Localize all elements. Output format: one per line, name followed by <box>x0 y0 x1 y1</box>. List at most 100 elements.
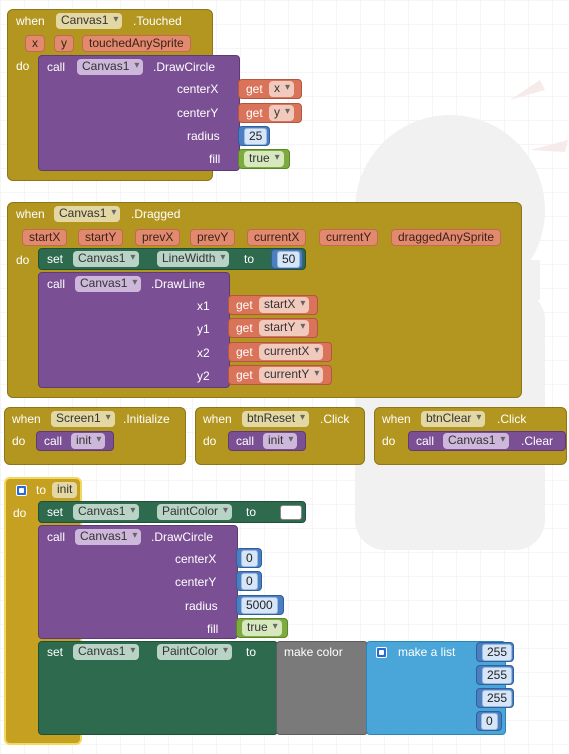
btnreset-event-name: .Click <box>320 412 350 426</box>
get-keyword: get <box>236 321 253 335</box>
get-y-dropdown[interactable]: y <box>269 105 294 121</box>
arg-fill: fill <box>209 152 221 166</box>
init-fill-true-dropdown[interactable]: true <box>242 620 282 636</box>
btnreset-component-dropdown[interactable]: btnReset <box>242 411 310 427</box>
green-number-block[interactable]: 255 <box>476 665 514 685</box>
paintcolor-property-dropdown[interactable]: PaintColor <box>157 504 233 520</box>
init-drawcircle-call-block[interactable]: call Canvas1 .DrawCircle centerX centerY… <box>38 525 238 639</box>
param-currentX[interactable]: currentX <box>247 229 307 246</box>
param-startX[interactable]: startX <box>22 229 68 246</box>
init-centerX-value[interactable]: 0 <box>241 550 258 567</box>
drawline-component-dropdown[interactable]: Canvas1 <box>75 276 142 292</box>
init-proc-dropdown[interactable]: init <box>263 433 298 449</box>
white-color-swatch[interactable] <box>280 505 302 520</box>
clear-component-dropdown[interactable]: Canvas1 <box>443 433 510 449</box>
get-startY-dropdown[interactable]: startY <box>259 320 310 336</box>
get-startX-block[interactable]: get startX <box>228 295 318 315</box>
init-radius-value[interactable]: 5000 <box>241 597 278 614</box>
to-keyword: to <box>244 252 255 266</box>
paintcolor-component-dropdown[interactable]: Canvas1 <box>73 504 140 520</box>
call-init-block-screen[interactable]: call init <box>36 431 114 451</box>
linewidth-number-block[interactable]: 50 <box>271 249 303 269</box>
call-init-block-reset[interactable]: call init <box>228 431 306 451</box>
linewidth-property-dropdown[interactable]: LineWidth <box>157 251 230 267</box>
procedure-name-field[interactable]: init <box>52 482 78 498</box>
param-prevY[interactable]: prevY <box>190 229 236 246</box>
red-number-block[interactable]: 255 <box>476 642 514 662</box>
get-keyword: get <box>246 106 263 120</box>
set-paintcolor-block-1[interactable]: set Canvas1 PaintColor to <box>38 501 306 523</box>
init-centerY-value[interactable]: 0 <box>241 573 258 590</box>
param-currentY[interactable]: currentY <box>319 229 379 246</box>
set-linewidth-block[interactable]: set Canvas1 LineWidth to <box>38 248 306 270</box>
call-keyword: call <box>44 434 63 448</box>
init-proc-dropdown[interactable]: init <box>71 433 106 449</box>
call-keyword: call <box>416 434 435 448</box>
set-keyword: set <box>47 252 64 266</box>
clear-method-name: .Clear <box>521 434 554 448</box>
param-prevX[interactable]: prevX <box>135 229 181 246</box>
get-startY-block[interactable]: get startY <box>228 318 318 338</box>
red-value[interactable]: 255 <box>482 644 513 661</box>
list-mutator-gear-icon[interactable] <box>376 647 387 658</box>
get-currentX-block[interactable]: get currentX <box>228 342 332 362</box>
call-keyword: call <box>236 434 255 448</box>
screen-component-dropdown[interactable]: Screen1 <box>51 411 115 427</box>
linewidth-component-dropdown[interactable]: Canvas1 <box>73 251 140 267</box>
paintcolor2-component-dropdown[interactable]: Canvas1 <box>73 644 140 660</box>
param-touchedAnySprite[interactable]: touchedAnySprite <box>82 35 191 52</box>
set-paintcolor-block-2[interactable]: set Canvas1 PaintColor to <box>38 641 278 735</box>
get-startX-dropdown[interactable]: startX <box>259 297 310 313</box>
get-keyword: get <box>236 345 253 359</box>
init-fill-true-block[interactable]: true <box>236 618 288 638</box>
get-currentY-dropdown[interactable]: currentY <box>259 367 324 383</box>
init-radius-number-block[interactable]: 5000 <box>236 595 284 615</box>
get-keyword: get <box>236 368 253 382</box>
radius-number-block[interactable]: 25 <box>238 126 270 146</box>
blue-value[interactable]: 255 <box>482 690 513 707</box>
linewidth-value[interactable]: 50 <box>277 251 301 268</box>
param-startY[interactable]: startY <box>78 229 124 246</box>
mutator-gear-icon[interactable] <box>16 485 27 496</box>
init-arg-centerY: centerY <box>175 575 217 589</box>
btnclear-component-dropdown[interactable]: btnClear <box>421 411 486 427</box>
screen-event-name: .Initialize <box>123 412 170 426</box>
alpha-number-block[interactable]: 0 <box>476 711 502 731</box>
touched-component-dropdown[interactable]: Canvas1 <box>56 13 123 29</box>
param-x[interactable]: x <box>25 35 45 52</box>
init-drawcircle-method-name: .DrawCircle <box>151 530 214 544</box>
drawcircle-call-block[interactable]: call Canvas1 .DrawCircle centerX centerY… <box>38 55 240 171</box>
radius-value[interactable]: 25 <box>244 128 268 145</box>
set-keyword: set <box>47 645 64 659</box>
when-keyword: when <box>16 14 45 28</box>
get-y-block[interactable]: get y <box>238 103 302 123</box>
call-keyword: call <box>47 530 66 544</box>
drawcircle-method-name: .DrawCircle <box>153 60 216 74</box>
param-y[interactable]: y <box>54 35 74 52</box>
canvas-clear-call-block[interactable]: call Canvas1 .Clear <box>408 431 566 451</box>
get-x-block[interactable]: get x <box>238 79 302 99</box>
get-currentX-dropdown[interactable]: currentX <box>259 344 324 360</box>
init-drawcircle-component-dropdown[interactable]: Canvas1 <box>75 529 142 545</box>
make-color-block[interactable]: make color <box>276 641 368 735</box>
init-centerX-number-block[interactable]: 0 <box>236 548 262 568</box>
arg-centerY: centerY <box>177 106 219 120</box>
dragged-component-dropdown[interactable]: Canvas1 <box>54 206 121 222</box>
get-currentY-block[interactable]: get currentY <box>228 365 332 385</box>
when-keyword: when <box>203 412 232 426</box>
param-draggedAnySprite[interactable]: draggedAnySprite <box>391 229 502 246</box>
drawline-call-block[interactable]: call Canvas1 .DrawLine x1 y1 x2 y2 <box>38 272 230 388</box>
fill-true-block[interactable]: true <box>238 149 290 169</box>
to-keyword: to <box>246 505 257 519</box>
dragged-event-name: .Dragged <box>131 207 181 221</box>
init-centerY-number-block[interactable]: 0 <box>236 571 262 591</box>
arg-x2: x2 <box>197 346 210 360</box>
fill-true-dropdown[interactable]: true <box>244 151 284 167</box>
paintcolor2-property-dropdown[interactable]: PaintColor <box>157 644 233 660</box>
green-value[interactable]: 255 <box>482 667 513 684</box>
drawcircle-component-dropdown[interactable]: Canvas1 <box>77 59 144 75</box>
get-x-dropdown[interactable]: x <box>269 81 294 97</box>
alpha-value[interactable]: 0 <box>481 713 498 730</box>
blue-number-block[interactable]: 255 <box>476 688 514 708</box>
touched-event-name: .Touched <box>133 14 182 28</box>
